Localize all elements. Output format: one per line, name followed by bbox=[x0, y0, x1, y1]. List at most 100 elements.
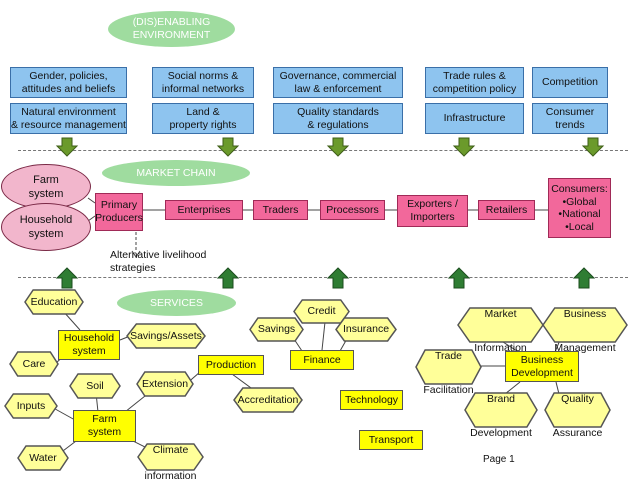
savings-hexagon: Savings bbox=[250, 318, 303, 341]
arrow-up-icon bbox=[216, 267, 240, 289]
technology-box: Technology bbox=[340, 390, 403, 410]
chain-text: Importers bbox=[410, 211, 455, 223]
arrow-down-icon bbox=[581, 137, 605, 157]
enterprises-box: Enterprises bbox=[165, 200, 243, 220]
finance-box: Finance bbox=[290, 350, 354, 370]
processors-box: Processors bbox=[320, 200, 385, 220]
market-chain-oval: MARKET CHAIN bbox=[102, 160, 250, 186]
env-text: & regulations bbox=[307, 118, 369, 131]
arrow-up-icon bbox=[447, 267, 471, 289]
hex-text: Accreditation bbox=[237, 393, 299, 406]
env-text: Consumer bbox=[545, 105, 595, 118]
env-text: Trade rules & bbox=[443, 69, 506, 82]
chain-text: Enterprises bbox=[177, 203, 231, 216]
env-natural-environment: Natural environment& resource management bbox=[10, 103, 127, 134]
credit-hexagon: Credit bbox=[294, 300, 349, 323]
alt-text: strategies bbox=[110, 262, 156, 274]
env-text: property rights bbox=[169, 118, 237, 131]
arrow-down-icon bbox=[55, 137, 79, 157]
ellipse-text: Farm bbox=[33, 173, 59, 186]
env-infrastructure: Infrastructure bbox=[425, 103, 524, 134]
savings-assets-hexagon: Savings/Assets bbox=[127, 324, 205, 348]
retailers-box: Retailers bbox=[478, 200, 535, 220]
hex-text-line: Business bbox=[563, 308, 607, 320]
hex-text-line: Facilitation bbox=[423, 384, 474, 396]
environment-title-line1: (DIS)ENABLING bbox=[132, 16, 211, 28]
chain-text: Traders bbox=[262, 203, 299, 216]
env-gender-policies: Gender, policies,attitudes and beliefs bbox=[10, 67, 127, 98]
ellipse-text: Household bbox=[19, 214, 73, 226]
env-text: Quality standards bbox=[297, 105, 379, 118]
hex-text: Soil bbox=[86, 379, 104, 392]
env-text: Governance, commercial bbox=[279, 69, 397, 82]
divider-bottom bbox=[18, 277, 628, 278]
hex-text: Care bbox=[22, 357, 46, 370]
box-text: Development bbox=[511, 366, 573, 379]
chain-text: Processors bbox=[326, 203, 379, 216]
chain-text: Retailers bbox=[485, 203, 528, 216]
hex-text: Insurance bbox=[342, 323, 390, 335]
page-label: Page 1 bbox=[483, 454, 515, 465]
market-chain-title: MARKET CHAIN bbox=[136, 166, 216, 179]
hex-text-line: Brand bbox=[486, 393, 516, 405]
education-hexagon: Education bbox=[25, 290, 83, 314]
box-text: Transport bbox=[368, 433, 414, 446]
box-text: Finance bbox=[303, 353, 341, 366]
env-text: Land & bbox=[186, 105, 220, 118]
env-text: competition policy bbox=[432, 82, 517, 95]
env-quality-standards: Quality standards& regulations bbox=[273, 103, 403, 134]
up-arrows bbox=[55, 267, 596, 289]
exporters-importers-box: Exporters /Importers bbox=[397, 195, 468, 227]
transport-box: Transport bbox=[359, 430, 423, 450]
box-text: Household bbox=[63, 332, 115, 344]
box-text: Technology bbox=[344, 393, 399, 406]
alt-text: Alternative livelihood bbox=[110, 249, 207, 261]
down-arrows bbox=[55, 137, 605, 157]
env-text: Gender, policies, bbox=[29, 69, 108, 82]
hex-text: Education bbox=[30, 295, 78, 308]
chain-text: Exporters / bbox=[407, 198, 458, 210]
hex-text-line: Assurance bbox=[552, 427, 603, 439]
production-box: Production bbox=[198, 355, 264, 375]
env-text: Competition bbox=[541, 76, 599, 88]
chain-text: Primary bbox=[100, 199, 138, 211]
env-competition: Competition bbox=[532, 67, 608, 98]
consumers-national: •National bbox=[558, 208, 601, 220]
consumers-title: Consumers: bbox=[551, 183, 608, 195]
box-text: Production bbox=[205, 358, 257, 371]
divider-top bbox=[18, 150, 628, 151]
care-hexagon: Care bbox=[10, 352, 58, 376]
env-text: law & enforcement bbox=[294, 82, 382, 95]
env-trade-rules: Trade rules &competition policy bbox=[425, 67, 524, 98]
insurance-hexagon: Insurance bbox=[336, 318, 396, 341]
box-text: system bbox=[87, 426, 122, 438]
hex-text: Extension bbox=[141, 377, 189, 390]
hex-text-line: Trade bbox=[434, 350, 463, 362]
hex-text-line: Quality bbox=[561, 393, 594, 405]
box-text: Business bbox=[520, 353, 564, 366]
env-text: trends bbox=[555, 118, 585, 131]
alternative-arrowhead bbox=[131, 250, 141, 258]
box-text: Farm bbox=[92, 413, 117, 425]
accreditation-hexagon: Accreditation bbox=[234, 388, 302, 412]
env-text: Natural environment bbox=[21, 105, 116, 118]
env-text: Social norms & bbox=[167, 69, 239, 82]
ellipse-text: system bbox=[28, 187, 64, 200]
inputs-hexagon: Inputs bbox=[5, 394, 57, 418]
water-hexagon: Water bbox=[18, 446, 68, 470]
